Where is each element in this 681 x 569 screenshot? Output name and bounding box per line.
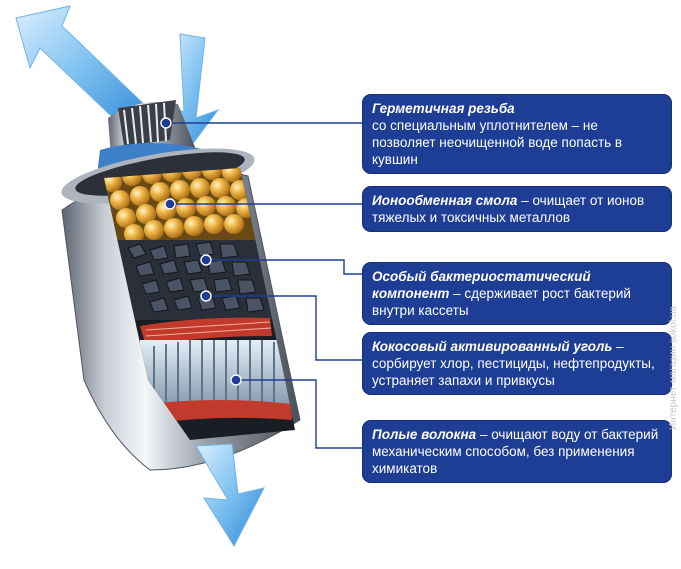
callout-title: Ионообменная смола (372, 193, 518, 208)
callout-carbon: Кокосовый активированный уголь – сорбиру… (362, 332, 672, 395)
callout-text: очищают воду от бактерий механическим сп… (372, 427, 659, 476)
callout-text: очищает от ионов тяжелых и токсичных мет… (372, 193, 645, 225)
callout-bacteriostatic: Особый бактериостатический компонент – с… (362, 262, 672, 325)
fiber-layer (140, 340, 295, 424)
filter-body (61, 148, 301, 471)
arrow-out-icon (195, 443, 265, 548)
leader-dots (160, 117, 242, 386)
callout-title: Кокосовый активированный уголь (372, 339, 613, 354)
separator-layer (140, 317, 272, 346)
callout-text: сорбирует хлор, пестициды, нефтепродукты… (372, 356, 655, 388)
callout-resin: Ионообменная смола – очищает от ионов тя… (362, 186, 672, 232)
leader-lines (166, 122, 362, 449)
callout-text: со специальным уплотнителем – не позволя… (372, 118, 623, 167)
watermark: Интернет-магазин sokol.ua (668, 306, 679, 430)
callout-title: Герметичная резьба (372, 101, 515, 116)
callout-title: Особый бактериостатический компонент (372, 269, 591, 301)
callout-text: сдерживает рост бактерий внутри кассеты (372, 286, 631, 318)
callout-fibers: Полые волокна – очищают воду от бактерий… (362, 420, 672, 483)
callout-thread: Герметичная резьба со специальным уплотн… (362, 94, 672, 174)
callout-title: Полые волокна (372, 427, 477, 442)
